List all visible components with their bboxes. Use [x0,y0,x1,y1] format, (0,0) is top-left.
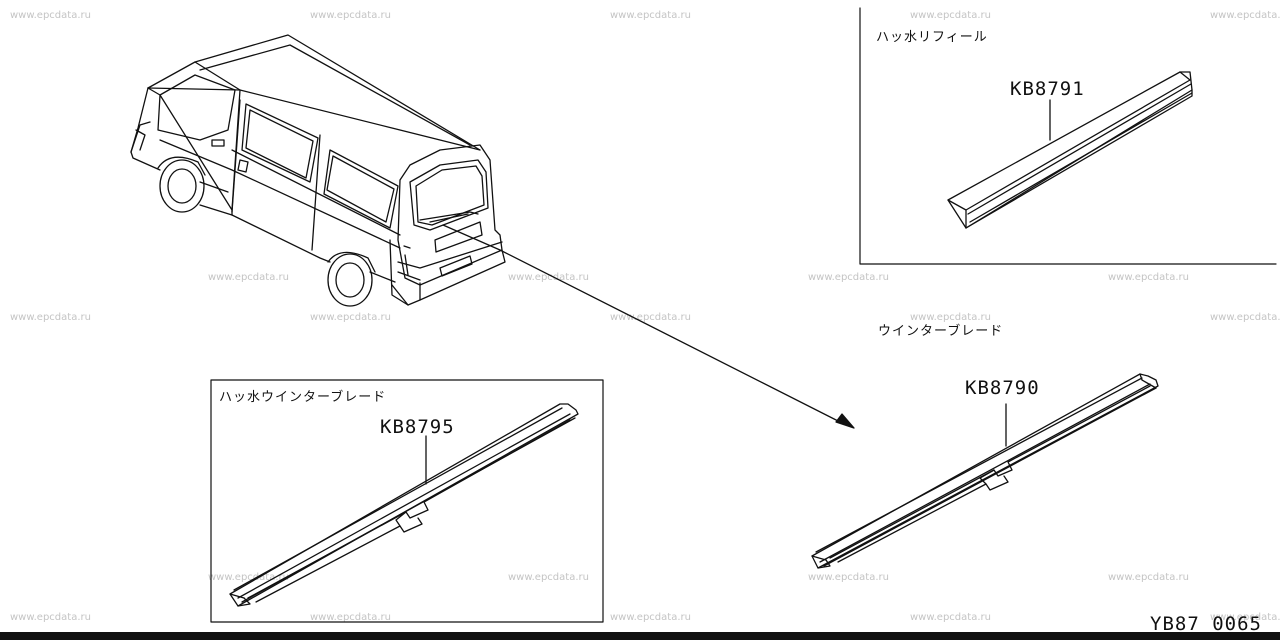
refill-panel [859,7,1277,265]
watermark-text: www.epcdata.ru [1210,612,1280,623]
watermark-text: www.epcdata.ru [310,612,391,623]
watermark-text: www.epcdata.ru [1108,572,1189,583]
winter-blade-part [811,373,1159,569]
repellent-blade-part-number: KB8795 [380,416,455,438]
watermark-text: www.epcdata.ru [508,572,589,583]
winter-blade-title: ウインターブレード [878,324,1004,339]
watermark-text: www.epcdata.ru [208,272,289,283]
repellent-blade-title: ハッ水ウインターブレード [219,390,387,405]
refill-part-number: KB8791 [1010,78,1085,100]
watermark-text: www.epcdata.ru [1210,10,1280,21]
van-illustration [130,34,506,307]
watermark-text: www.epcdata.ru [808,272,889,283]
watermark-text: www.epcdata.ru [208,572,289,583]
watermark-text: www.epcdata.ru [310,312,391,323]
watermark-text: www.epcdata.ru [610,612,691,623]
watermark-text: www.epcdata.ru [1210,312,1280,323]
diagram-code: YB87 0065 [1150,613,1262,635]
watermark-text: www.epcdata.ru [10,10,91,21]
winter-blade-part-number: KB8790 [965,377,1040,399]
watermark-text: www.epcdata.ru [310,10,391,21]
watermark-text: www.epcdata.ru [10,312,91,323]
watermark-text: www.epcdata.ru [910,612,991,623]
watermark-text: www.epcdata.ru [808,572,889,583]
watermark-text: www.epcdata.ru [1108,272,1189,283]
watermark-text: www.epcdata.ru [610,312,691,323]
watermark-text: www.epcdata.ru [610,10,691,21]
bottom-bar [0,632,1280,640]
watermark-text: www.epcdata.ru [910,10,991,21]
refill-title: ハッ水リフィール [876,30,988,45]
leader-arrow [442,224,855,429]
repellent-blade-panel [210,379,604,623]
watermark-text: www.epcdata.ru [910,312,991,323]
watermark-text: www.epcdata.ru [10,612,91,623]
watermark-text: www.epcdata.ru [508,272,589,283]
